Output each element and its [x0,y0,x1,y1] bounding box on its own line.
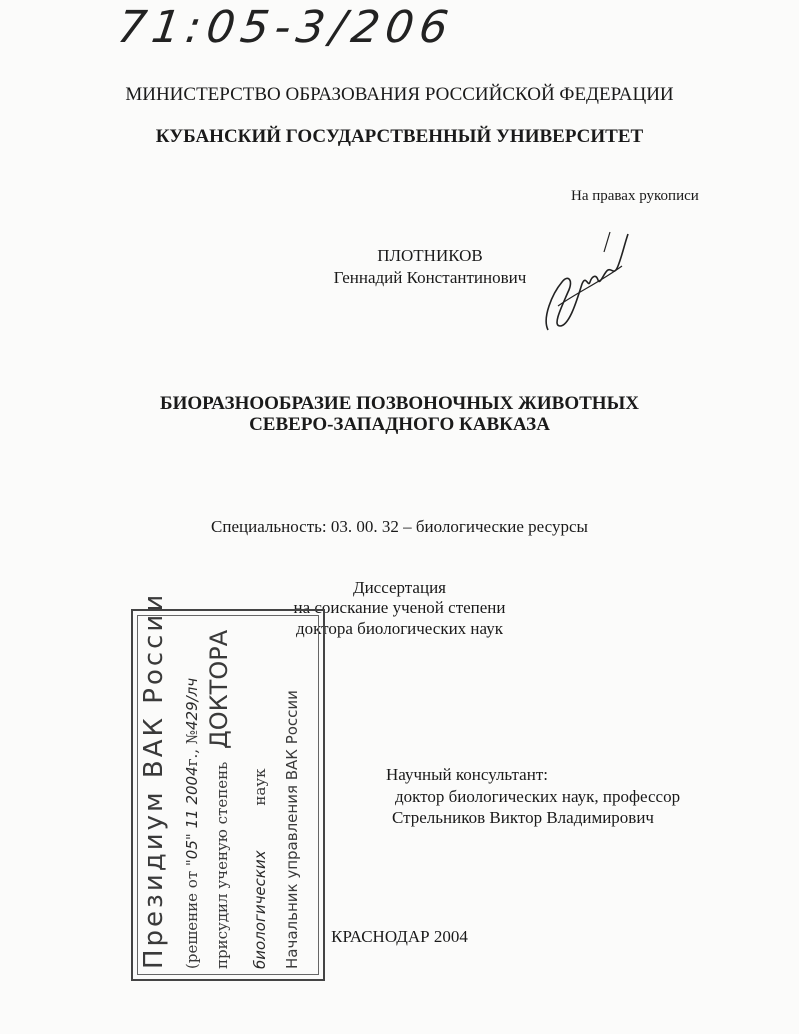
city-year: КРАСНОДАР 2004 [331,927,468,946]
stamp-field-suffix: наук [251,768,269,806]
author-name: Геннадий Константинович [333,268,527,287]
stamp-decision-suffix: г., № [183,730,201,767]
thesis-title-line2: СЕВЕРО-ЗАПАДНОГО КАВКАЗА [249,414,550,435]
advisor-degree: доктор биологических наук, профессор [395,787,681,806]
stamp-decision: (решение от "05" 11 2004г., №429/лч [183,678,201,969]
stamp-decision-prefix: (решение от " [183,859,201,969]
author-signature [545,231,629,331]
dissertation-line2: на соискание ученой степени [293,598,506,617]
advisor-name: Стрельников Виктор Владимирович [392,808,654,827]
rights-note: На правах рукописи [571,188,699,204]
stamp-decision-year: 2004 [183,766,201,805]
stamp-head: Начальник управления ВАК России [283,690,301,969]
stamp-decision-month: 11 [183,809,201,829]
stamp-field-handwritten: биологических [251,850,269,969]
stamp-decision-mid: " [183,833,201,841]
author-surname: ПЛОТНИКОВ [377,246,483,265]
stamp-decision-number: 429/лч [183,677,201,730]
stamp-degree: ДОКТОРА [205,629,233,749]
university-heading: КУБАНСКИЙ ГОСУДАРСТВЕННЫЙ УНИВЕРСИТЕТ [155,126,644,147]
specialty: Специальность: 03. 00. 32 – биологически… [211,517,588,536]
dissertation-line3: доктора биологических наук [296,619,503,638]
stamp-title: Президиум ВАК России [139,591,169,969]
advisor-label: Научный консультант: [386,765,548,784]
stamp-field: биологических наук [251,768,269,969]
stamp-awarded: присудил ученую степень [213,761,231,969]
dissertation-line1: Диссертация [352,578,446,597]
vak-stamp: Президиум ВАК России (решение от "05" 11… [131,592,325,981]
ministry-heading: МИНИСТЕРСТВО ОБРАЗОВАНИЯ РОССИЙСКОЙ ФЕДЕ… [125,84,674,105]
archive-code: 71:05-3/206 [114,2,458,53]
thesis-title-line1: БИОРАЗНООБРАЗИЕ ПОЗВОНОЧНЫХ ЖИВОТНЫХ [160,393,639,414]
stamp-decision-day: 05 [183,840,201,860]
